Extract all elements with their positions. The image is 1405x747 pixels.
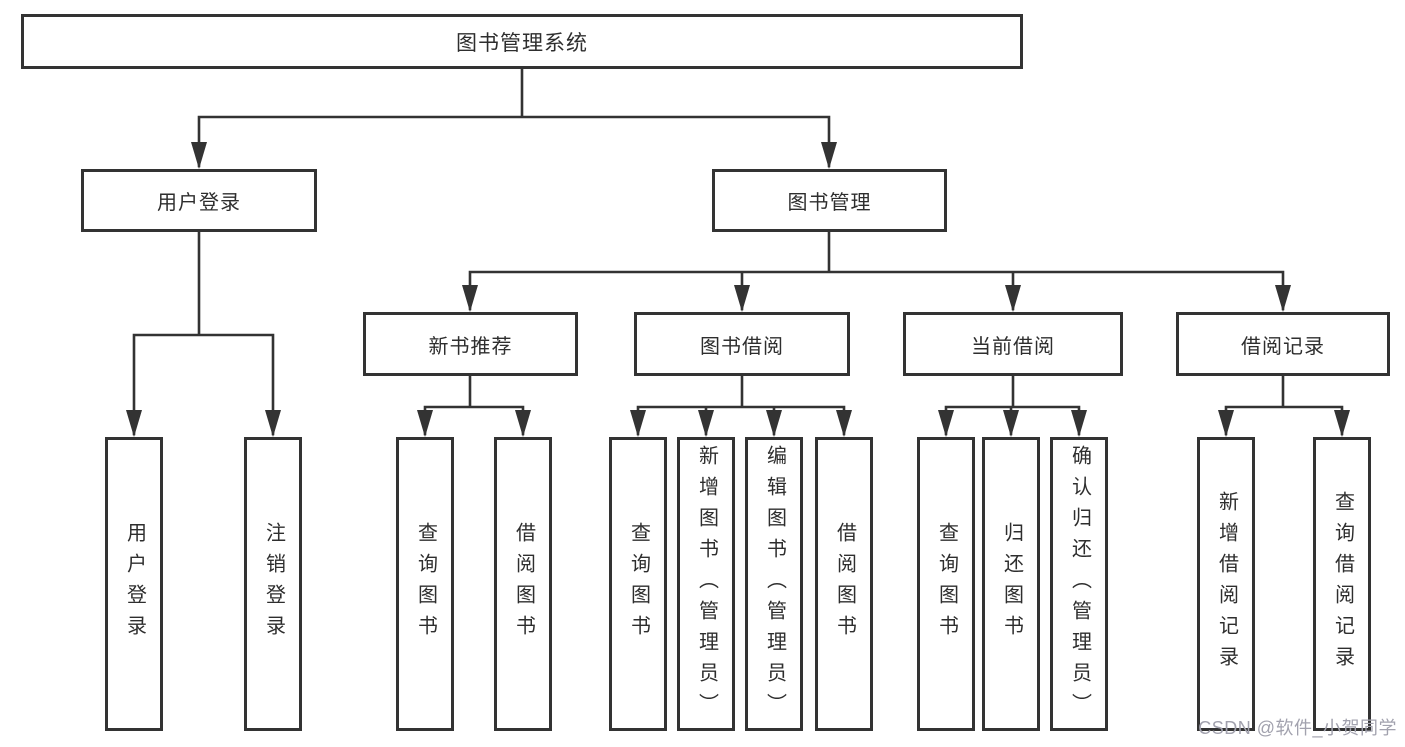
node-library-management-system: 图书管理系统 bbox=[21, 14, 1023, 69]
edge-login-to-leaves bbox=[132, 230, 275, 436]
leaf-borrow-books: 借阅图书 bbox=[815, 437, 873, 731]
leaf-label: 新增借阅记录 bbox=[1215, 491, 1238, 677]
leaf-query-books-current: 查询图书 bbox=[917, 437, 975, 731]
leaf-query-books-recommend: 查询图书 bbox=[396, 437, 454, 731]
leaf-label: 查询借阅记录 bbox=[1331, 491, 1354, 677]
leaf-label: 查询图书 bbox=[935, 522, 958, 646]
edge-root-to-level2 bbox=[197, 67, 831, 168]
leaf-label: 用户登录 bbox=[123, 522, 146, 646]
leaf-label: 新增图书（管理员） bbox=[695, 444, 718, 724]
leaf-label: 查询图书 bbox=[414, 522, 437, 646]
node-label: 当前借阅 bbox=[971, 335, 1055, 358]
node-user-login: 用户登录 bbox=[81, 169, 317, 232]
node-book-borrowing: 图书借阅 bbox=[634, 312, 850, 376]
node-label: 图书借阅 bbox=[700, 335, 784, 358]
node-label: 用户登录 bbox=[157, 192, 241, 214]
leaf-user-login: 用户登录 bbox=[105, 437, 163, 731]
node-borrowing-records: 借阅记录 bbox=[1176, 312, 1390, 376]
leaf-query-books-borrowing: 查询图书 bbox=[609, 437, 667, 731]
node-label: 图书管理 bbox=[787, 192, 872, 214]
leaf-confirm-return-admin: 确认归还（管理员） bbox=[1050, 437, 1108, 731]
leaf-add-borrow-record: 新增借阅记录 bbox=[1197, 437, 1255, 731]
node-book-management: 图书管理 bbox=[712, 169, 947, 232]
leaf-label: 编辑图书（管理员） bbox=[763, 444, 786, 724]
node-current-borrowing: 当前借阅 bbox=[903, 312, 1123, 376]
edge-recommend-to-leaves bbox=[423, 374, 525, 436]
leaf-label: 确认归还（管理员） bbox=[1068, 444, 1091, 724]
edge-mgmt-to-level3 bbox=[468, 230, 1285, 311]
leaf-logout: 注销登录 bbox=[244, 437, 302, 731]
edge-records-to-leaves bbox=[1224, 374, 1344, 436]
node-label: 新书推荐 bbox=[428, 335, 513, 358]
arrowheads bbox=[126, 142, 1350, 437]
edge-borrowing-to-leaves bbox=[636, 374, 846, 436]
leaf-return-books: 归还图书 bbox=[982, 437, 1040, 731]
leaf-query-borrow-record: 查询借阅记录 bbox=[1313, 437, 1371, 731]
leaf-label: 查询图书 bbox=[627, 522, 650, 646]
leaf-label: 借阅图书 bbox=[833, 522, 856, 646]
leaf-add-books-admin: 新增图书（管理员） bbox=[677, 437, 735, 731]
node-label: 图书管理系统 bbox=[456, 31, 588, 55]
leaf-label: 注销登录 bbox=[262, 522, 285, 646]
leaf-edit-books-admin: 编辑图书（管理员） bbox=[745, 437, 803, 731]
leaf-label: 借阅图书 bbox=[512, 522, 535, 646]
leaf-borrow-books-recommend: 借阅图书 bbox=[494, 437, 552, 731]
leaf-label: 归还图书 bbox=[1000, 522, 1023, 646]
node-new-book-recommend: 新书推荐 bbox=[363, 312, 578, 376]
node-label: 借阅记录 bbox=[1241, 335, 1325, 358]
